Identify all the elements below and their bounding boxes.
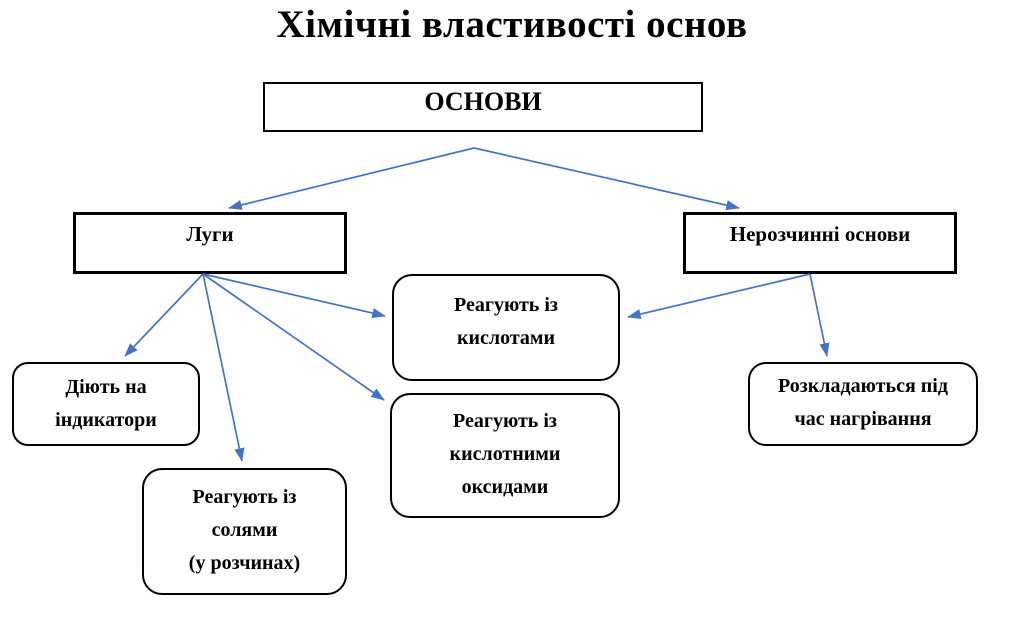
node-act-on-indicators-line: індикатори <box>55 409 157 431</box>
edge-nerozchynni-acids <box>627 273 811 320</box>
node-luhy-label: Луги <box>186 222 234 246</box>
edge-luhy-acids <box>202 273 386 319</box>
node-reacts-with-salts-line: солями <box>211 519 278 541</box>
node-reacts-with-acids-line: Реагують із <box>454 294 558 316</box>
node-reacts-with-acidic-oxides-line: оксидами <box>461 476 549 498</box>
edge-luhy-salts <box>202 273 245 462</box>
node-nerozchynni-label: Нерозчинні основи <box>729 222 911 246</box>
node-reacts-with-acidic-oxides-line: кислотними <box>449 443 561 465</box>
node-reacts-with-salts-line: (у розчинах) <box>188 552 301 574</box>
node-act-on-indicators-line: Діють на <box>65 376 147 398</box>
page-title: Хімічні властивості основ <box>276 3 748 46</box>
node-act-on-indicators: Діють на індикатори <box>12 362 200 446</box>
edge-luhy-indicators <box>124 273 204 357</box>
node-decompose-on-heating-line: Розкладаються під <box>778 375 948 397</box>
node-reacts-with-acidic-oxides-line: Реагують із <box>453 410 557 432</box>
node-luhy: Луги <box>73 212 347 274</box>
node-decompose-on-heating: Розкладаються під час нагрівання <box>748 362 978 446</box>
node-nerozchynni: Нерозчинні основи <box>683 212 957 274</box>
node-reacts-with-salts: Реагують із солями (у розчинах) <box>142 468 347 595</box>
node-reacts-with-acids-line: кислотами <box>456 327 556 349</box>
node-osnovy: ОСНОВИ <box>263 82 703 132</box>
edge-osnovy-nerozchynni <box>473 147 740 211</box>
node-reacts-with-acids: Реагують із кислотами <box>392 274 620 381</box>
edge-osnovy-luhy <box>228 147 475 210</box>
node-osnovy-label: ОСНОВИ <box>424 87 542 116</box>
edge-luhy-acidic-oxides <box>202 273 385 401</box>
edge-nerozchynni-decompose <box>809 273 830 357</box>
node-decompose-on-heating-line: час нагрівання <box>794 408 932 430</box>
node-reacts-with-salts-line: Реагують із <box>192 486 297 508</box>
node-reacts-with-acidic-oxides: Реагують із кислотними оксидами <box>390 393 620 518</box>
